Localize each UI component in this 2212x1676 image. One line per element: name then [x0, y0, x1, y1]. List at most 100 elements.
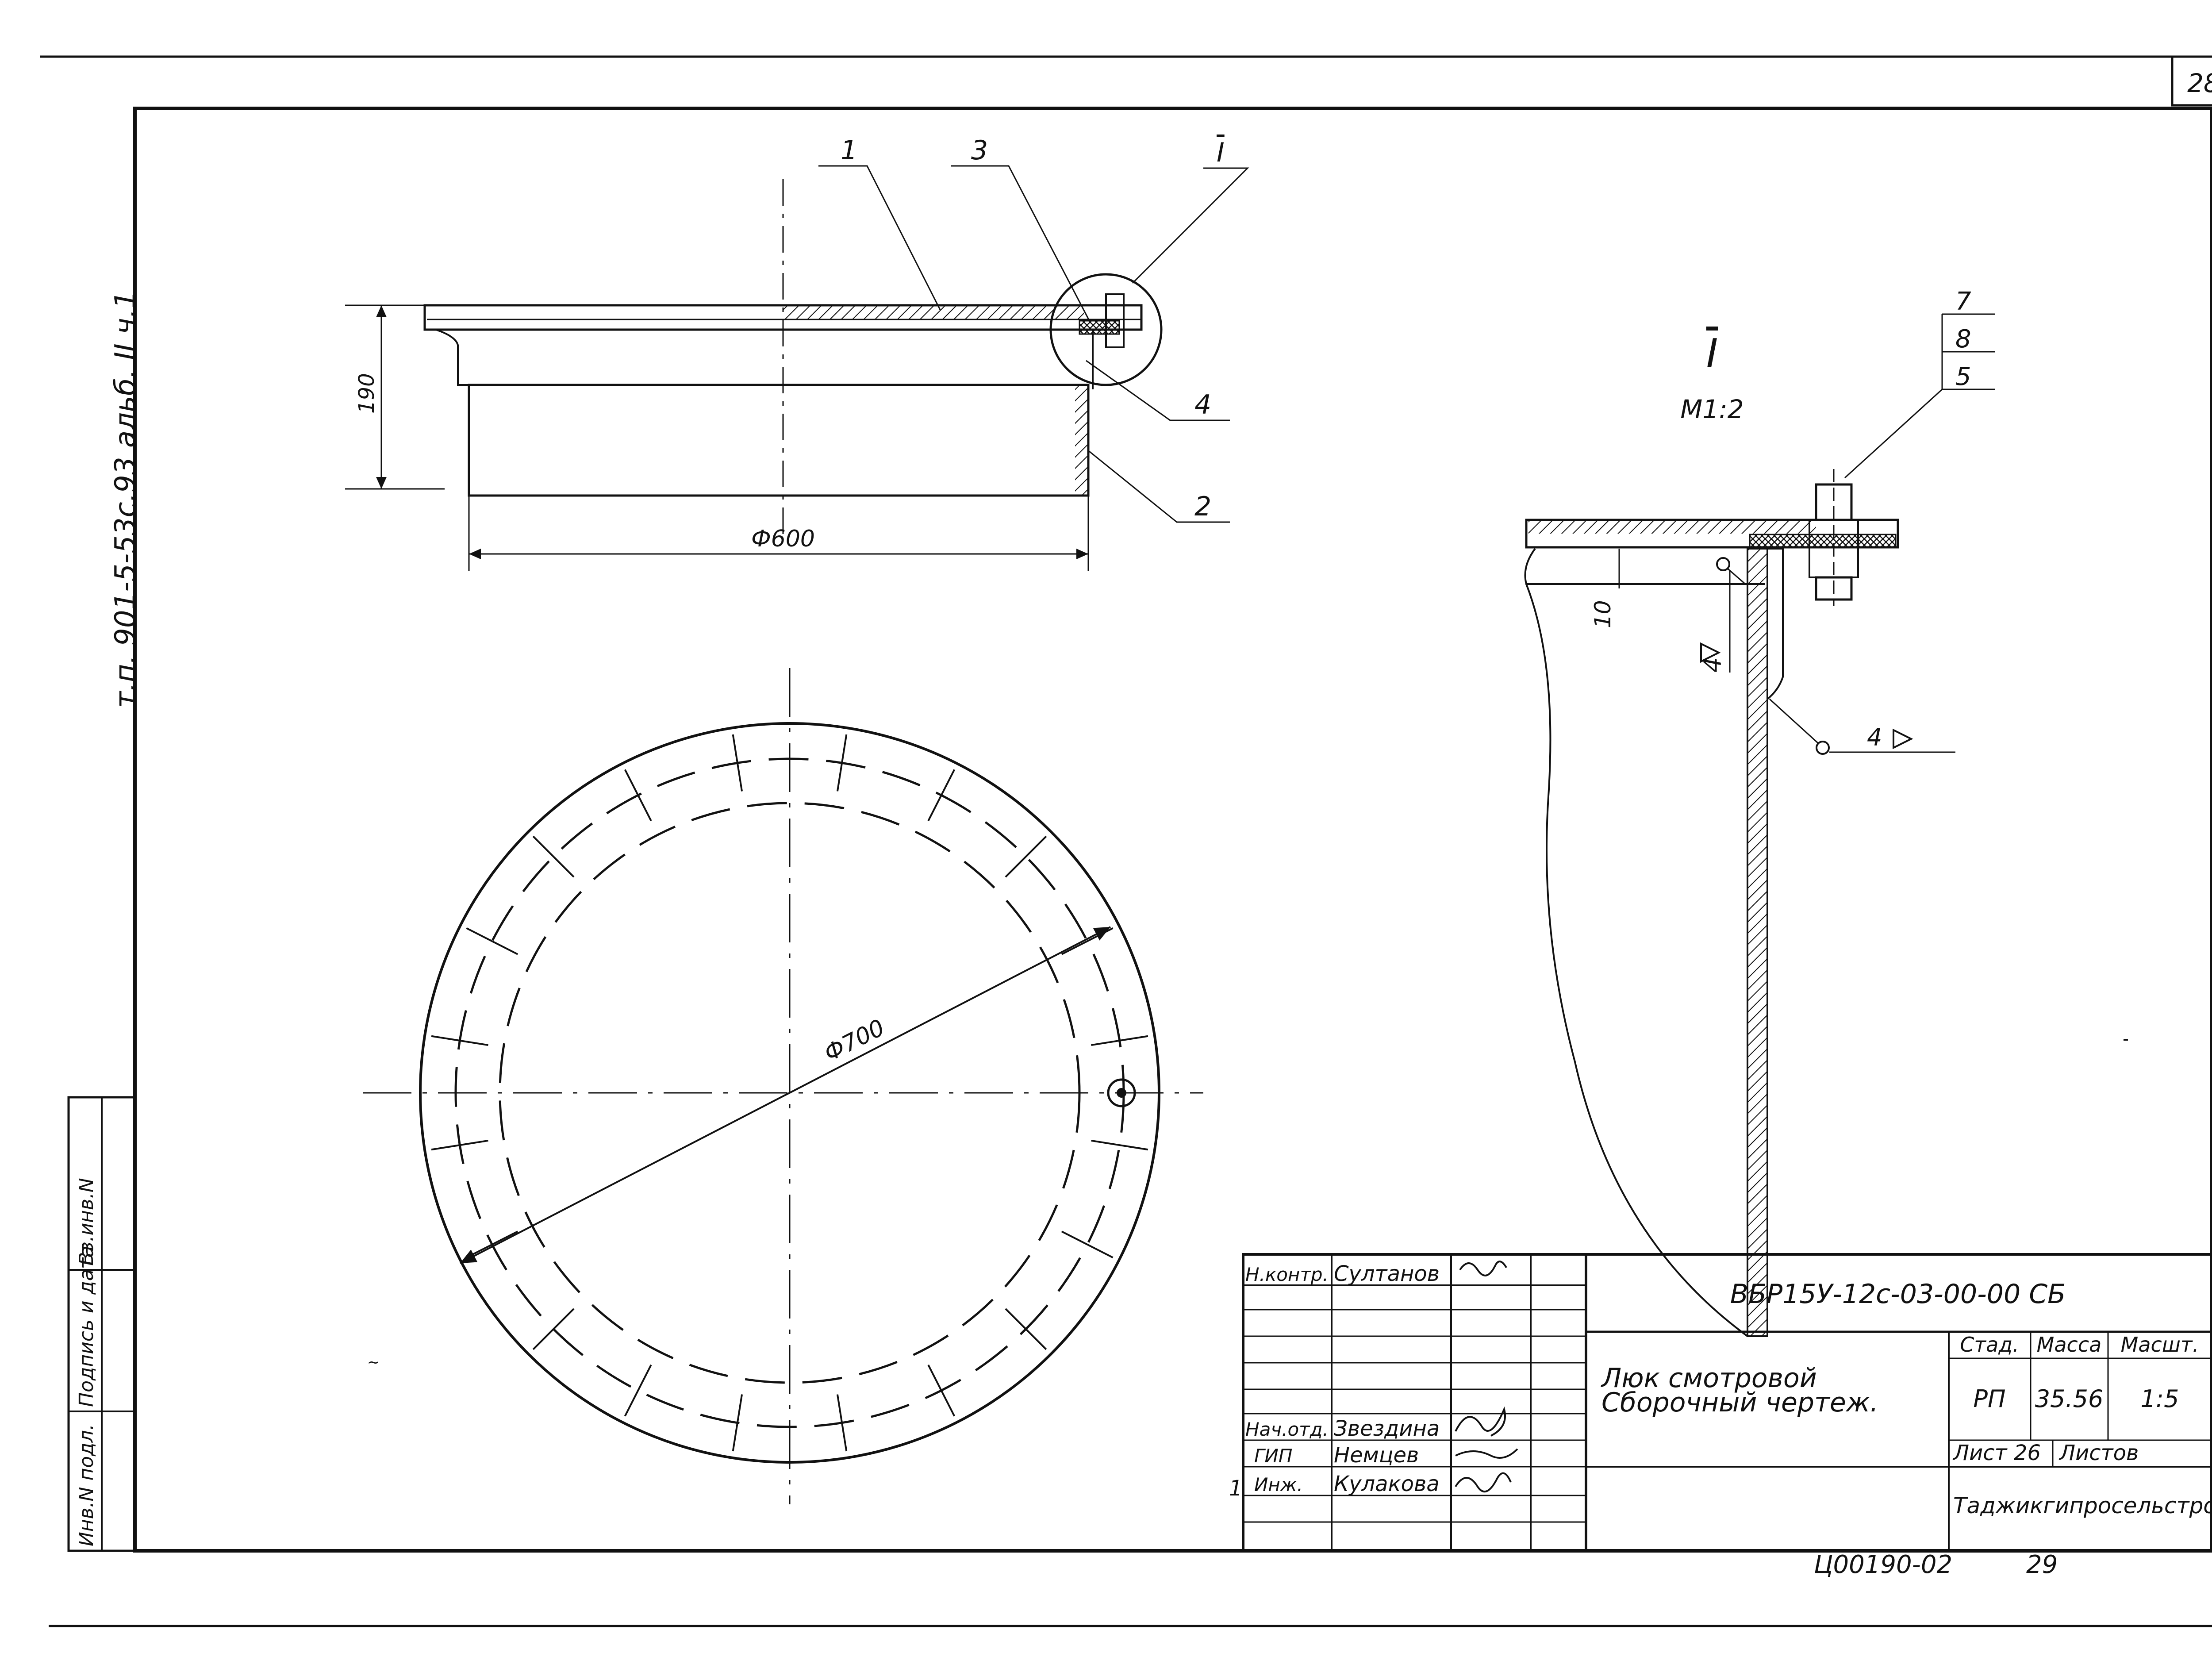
detail-title: I — [1706, 331, 1718, 377]
signature-head — [1455, 1406, 1506, 1437]
detail-flange-lip — [1524, 548, 1765, 585]
detail-lid-hatch — [1528, 521, 1816, 534]
bolt-tick — [927, 1364, 956, 1417]
sheets-total: Листов — [2058, 1441, 2139, 1465]
bolt-tick — [927, 769, 956, 822]
shell — [468, 384, 1090, 497]
bolt-tick — [624, 1364, 652, 1417]
hinge-pin-center — [1117, 1088, 1126, 1098]
lid-plate — [423, 304, 1143, 331]
shell-wall-hatch — [1075, 385, 1088, 496]
organization: Таджикгипросельстрой — [1953, 1493, 2212, 1518]
bolt-tick — [466, 1230, 518, 1259]
bolt-tick — [732, 1394, 743, 1452]
product-name: Люк смотровой — [1601, 1363, 1817, 1394]
side-view: 190 Ф600 1 3 I 4 2 — [345, 135, 1249, 571]
leader-I — [1132, 167, 1249, 284]
hinge-pin — [1107, 1078, 1136, 1107]
side-stamp: Инв.N подл. Подпись и дата Вз.инв.N — [67, 1096, 136, 1552]
footer-code: Ц00190-02 — [1814, 1550, 1952, 1579]
bolt — [1105, 293, 1125, 348]
stamp-mark: ~ — [367, 1353, 380, 1371]
name-chief: Немцев — [1334, 1443, 1419, 1468]
detail-gasket — [1749, 534, 1897, 548]
stage-header: Стад. — [1960, 1333, 2019, 1357]
detail-callout-7: 7 — [1955, 287, 1971, 316]
flange-lip — [435, 329, 1079, 386]
weld-mark-bottom — [1816, 741, 1830, 755]
bolt-tick — [836, 734, 848, 792]
callout-I: I — [1217, 137, 1225, 168]
bolt-tick — [836, 1394, 848, 1452]
side-label-inventory: Инв.N подл. — [75, 1424, 98, 1546]
diameter-600-label: Ф600 — [751, 526, 815, 552]
detail-view: I М1:2 7 8 5 10 4 — [1524, 287, 2128, 1337]
page-number-box: 28 — [2171, 55, 2212, 107]
signature-engineer — [1455, 1472, 1512, 1493]
callout-4: 4 — [1194, 389, 1211, 420]
sheet-number: Лист 26 — [1952, 1441, 2041, 1465]
detail-leader-bolt — [1844, 388, 1943, 479]
detail-callout-5: 5 — [1955, 362, 1971, 391]
bolt-tick — [1005, 1308, 1047, 1350]
role-inspector: Н.контр. — [1245, 1264, 1329, 1285]
document-code: ВБР15У-12с-03-00-00 СБ — [1730, 1279, 2066, 1310]
drawing-frame — [133, 107, 2212, 1553]
weld-triangle-right — [1893, 728, 1913, 750]
mass-header: Масса — [2037, 1333, 2102, 1357]
side-label-replacement: Вз.инв.N — [75, 1178, 98, 1265]
callout-1: 1 — [841, 135, 857, 166]
diameter-700-dimension — [460, 926, 1111, 1264]
bolt-tick — [1061, 1230, 1114, 1259]
bolt-tick — [1061, 927, 1114, 955]
page-number: 28 — [2187, 68, 2212, 98]
mass-value: 35.56 — [2035, 1385, 2104, 1413]
detail-flange — [1767, 548, 1784, 700]
bolt-tick — [732, 734, 743, 792]
footer-page: 29 — [2026, 1550, 2058, 1579]
detail-scale: М1:2 — [1680, 394, 1743, 424]
bolt-tick — [1091, 1035, 1148, 1046]
album-reference: т.п. 901-5-53с.93 альб. II ч.1 — [109, 291, 142, 708]
leader-2 — [1089, 450, 1230, 523]
role-head: Нач.отд. — [1245, 1418, 1329, 1440]
stage-value: РП — [1973, 1385, 2005, 1413]
detail-break-line — [1525, 584, 1748, 1337]
signature-chief — [1455, 1448, 1518, 1459]
bolt-tick — [532, 1308, 575, 1350]
detail-dim-10: 10 — [1590, 600, 1616, 628]
leader-3 — [951, 165, 1091, 323]
detail-circle — [1049, 273, 1163, 386]
detail-callout-8: 8 — [1955, 325, 1971, 354]
bolt-tick — [532, 835, 575, 878]
weld-mark-top — [1716, 557, 1730, 571]
bolt-tick — [431, 1139, 488, 1151]
weld-triangle-left — [1700, 642, 1721, 663]
bolt-tick — [1091, 1139, 1148, 1151]
scale-value: 1:5 — [2141, 1385, 2179, 1413]
lid-section-hatch — [783, 306, 1084, 319]
role-chief: ГИП — [1254, 1445, 1292, 1467]
weld-label-right: 4 — [1867, 723, 1882, 751]
plan-view: Ф700 ~ — [363, 668, 1203, 1504]
scale-header: Масшт. — [2121, 1333, 2199, 1357]
name-inspector: Султанов — [1334, 1261, 1440, 1286]
detail-shell-wall — [1747, 548, 1768, 1337]
leader-1 — [818, 165, 941, 310]
title-block: ВБР15У-12с-03-00-00 СБ Люк смотровой Сбо… — [1229, 1253, 2212, 1552]
drawing-type: Сборочный чертеж. — [1601, 1387, 1878, 1418]
detail-lid-plate — [1525, 519, 1899, 549]
side-label-signature: Подпись и дата — [75, 1246, 98, 1407]
revision-mark: 1 — [1229, 1476, 1243, 1501]
role-engineer: Инж. — [1254, 1474, 1303, 1495]
name-engineer: Кулакова — [1334, 1472, 1440, 1496]
bolt-tick — [624, 769, 652, 822]
callout-2: 2 — [1194, 491, 1211, 522]
bolt-tick — [466, 927, 518, 955]
height-dim-label: 190 — [354, 373, 379, 414]
bolt-tick — [431, 1035, 488, 1046]
leader-4 — [1086, 360, 1230, 421]
gasket — [1079, 320, 1120, 335]
signature-inspector — [1459, 1261, 1507, 1276]
